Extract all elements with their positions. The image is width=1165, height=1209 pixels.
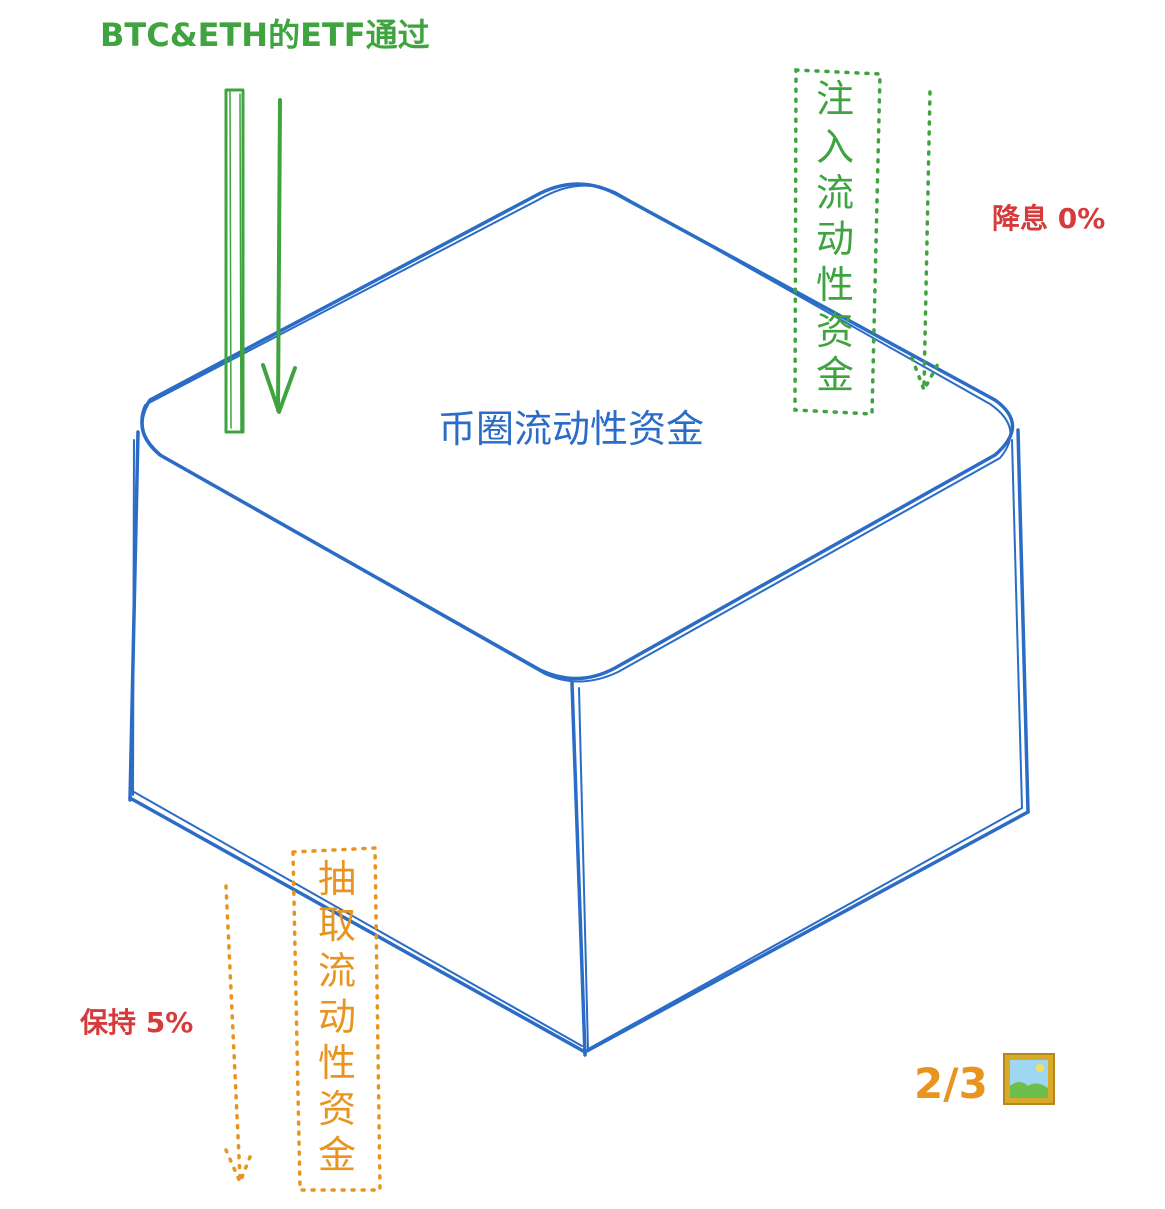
inject-char-1: 入 (816, 125, 854, 169)
extract-liquidity-label: 抽 取 流 动 性 资 金 (318, 857, 356, 1177)
extract-char-0: 抽 (318, 857, 356, 901)
inject-char-3: 动 (816, 217, 854, 261)
liquidity-cube (128, 182, 1030, 1057)
extract-char-6: 金 (318, 1133, 356, 1177)
etf-inflow-bar-sketch (229, 91, 242, 431)
rate-hold-arrow-shaft (224, 884, 242, 1180)
rate-hold-label: 保持 5% (80, 1006, 193, 1039)
inject-liquidity-label: 注 入 流 动 性 资 金 (816, 77, 854, 397)
cube-left-edge-sketch (132, 439, 135, 796)
crypto-liquidity-label: 币圈流动性资金 (438, 407, 704, 451)
inject-char-5: 资 (816, 309, 854, 353)
cube-right-edge-sketch (1011, 439, 1023, 809)
inject-char-6: 金 (816, 353, 854, 397)
rate-cut-arrow-shaft (922, 90, 932, 390)
cube-center-edge-sketch (578, 687, 589, 1051)
picture-frame-icon (1003, 1053, 1055, 1105)
page-indicator: 2/3 (914, 1059, 988, 1108)
extract-char-1: 取 (318, 903, 356, 947)
cube-center-edge (570, 681, 587, 1057)
etf-inflow-bar (224, 88, 245, 434)
extract-char-5: 资 (318, 1087, 356, 1131)
inject-char-2: 流 (816, 171, 854, 215)
rate-hold-arrow-head (224, 1148, 254, 1187)
etf-inflow-arrows (224, 88, 297, 434)
cube-right-edge (1016, 428, 1030, 814)
cube-bottom-left-edge-sketch (133, 791, 583, 1047)
cube-bottom-right-edge (583, 810, 1030, 1054)
etf-inflow-arrow-shaft (276, 98, 282, 412)
rate-hold-outflow-arrow (224, 884, 254, 1187)
rate-cut-label: 降息 0% (992, 202, 1105, 235)
extract-char-3: 动 (318, 995, 356, 1039)
rate-cut-inflow-arrow (910, 90, 942, 395)
etf-inflow-arrow-head (261, 363, 297, 414)
inject-char-4: 性 (816, 263, 854, 307)
rate-cut-arrow-head (910, 356, 942, 395)
inject-char-0: 注 (816, 77, 854, 121)
extract-char-2: 流 (318, 949, 356, 993)
cube-bottom-right-edge-sketch (589, 807, 1023, 1049)
extract-char-4: 性 (318, 1041, 356, 1085)
cube-bottom-left-edge (128, 796, 587, 1054)
etf-approval-label: BTC&ETH的ETF通过 (100, 16, 430, 54)
cube-top-face-sketch (140, 184, 1012, 683)
